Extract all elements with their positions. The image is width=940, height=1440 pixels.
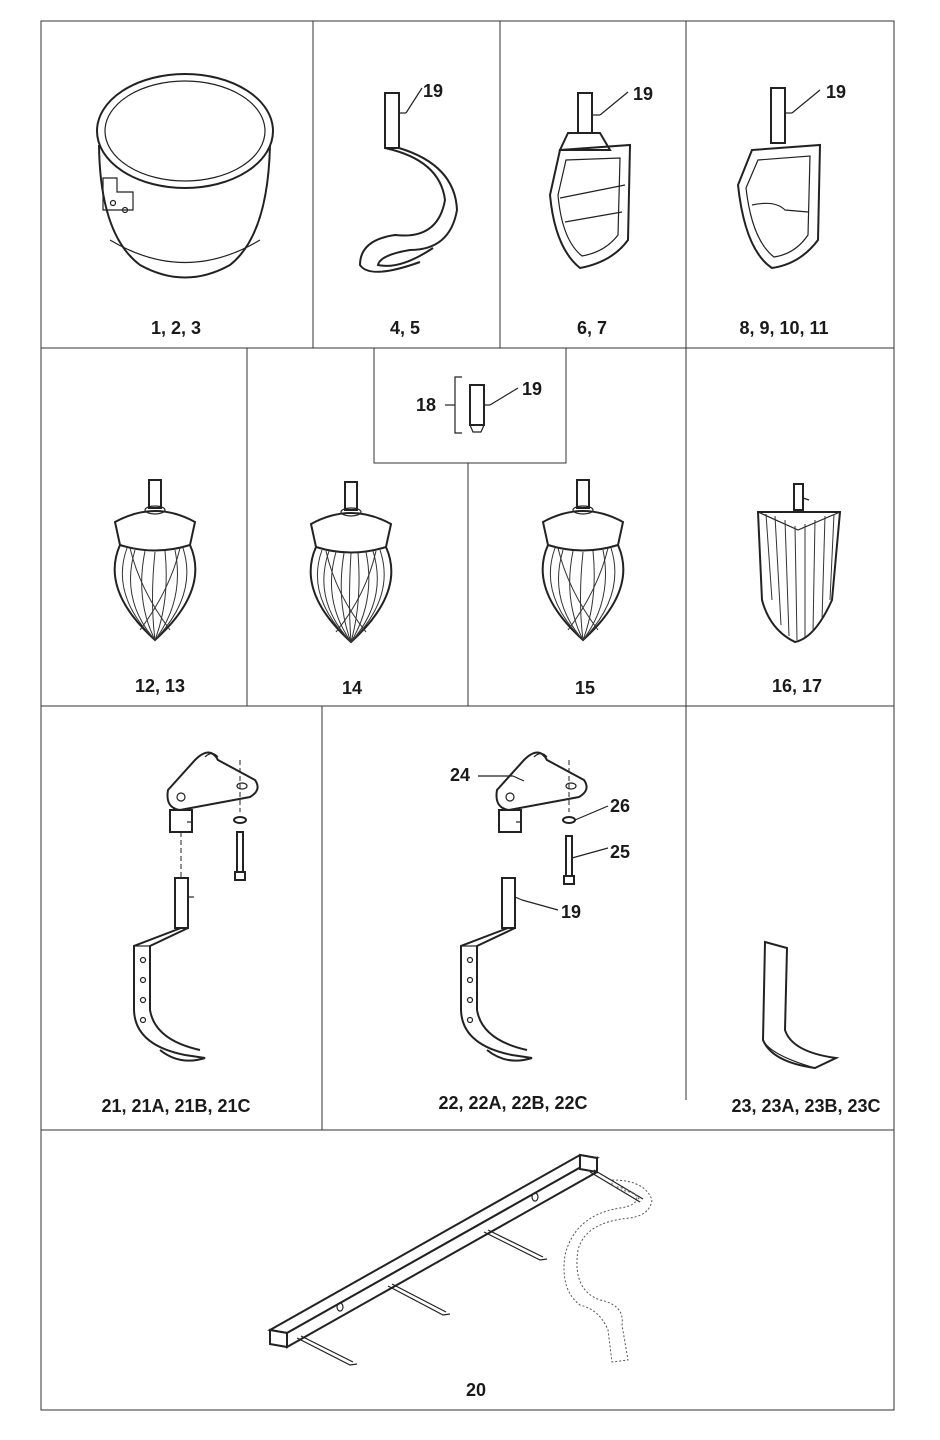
scraper-blade-drawing	[761, 940, 840, 1070]
label-shaft-18: 18	[416, 395, 436, 415]
label-bolt-25: 25	[610, 842, 630, 862]
flat-beater-b-drawing	[736, 87, 822, 270]
whip-b-drawing	[309, 481, 393, 644]
whip-c-drawing	[541, 479, 625, 642]
label-sweet-beater: 16, 17	[772, 676, 822, 696]
tool-rack-drawing	[267, 1153, 653, 1366]
scraper-assembly-drawing	[133, 751, 259, 1062]
label-washer-26: 26	[610, 796, 630, 816]
label-whip-c: 15	[575, 678, 595, 698]
flat-beater-a-drawing	[548, 91, 632, 270]
scraper-assembly-exploded-drawing	[460, 751, 609, 1062]
label-tool-rack: 20	[466, 1380, 486, 1400]
label-flat-beater-a: 6, 7	[577, 318, 607, 338]
label-dough-hook: 4, 5	[390, 318, 420, 338]
label-pin-19-scraper: 19	[561, 902, 581, 922]
dough-hook-drawing	[358, 87, 459, 273]
label-pin-19-inset: 19	[522, 379, 542, 399]
label-pin-19-beater-b: 19	[826, 82, 846, 102]
label-bowl: 1, 2, 3	[151, 318, 201, 338]
label-whip-b: 14	[342, 678, 362, 698]
shaft-pin-inset-drawing	[445, 376, 519, 434]
label-flat-beater-b: 8, 9, 10, 11	[739, 318, 828, 338]
label-scraper-blade: 23, 23A, 23B, 23C	[731, 1096, 880, 1116]
bowl-drawing	[96, 73, 274, 279]
label-pin-19-hook: 19	[423, 81, 443, 101]
label-pin-19-beater-a: 19	[633, 84, 653, 104]
label-bracket-24: 24	[450, 765, 470, 785]
label-whip-a: 12, 13	[135, 676, 185, 696]
whip-a-drawing	[113, 479, 197, 642]
sweet-beater-drawing	[756, 483, 842, 644]
panel-grid	[40, 20, 895, 1411]
label-scraper-assembly-exploded: 22, 22A, 22B, 22C	[438, 1093, 587, 1113]
label-scraper-assembly: 21, 21A, 21B, 21C	[101, 1096, 250, 1116]
